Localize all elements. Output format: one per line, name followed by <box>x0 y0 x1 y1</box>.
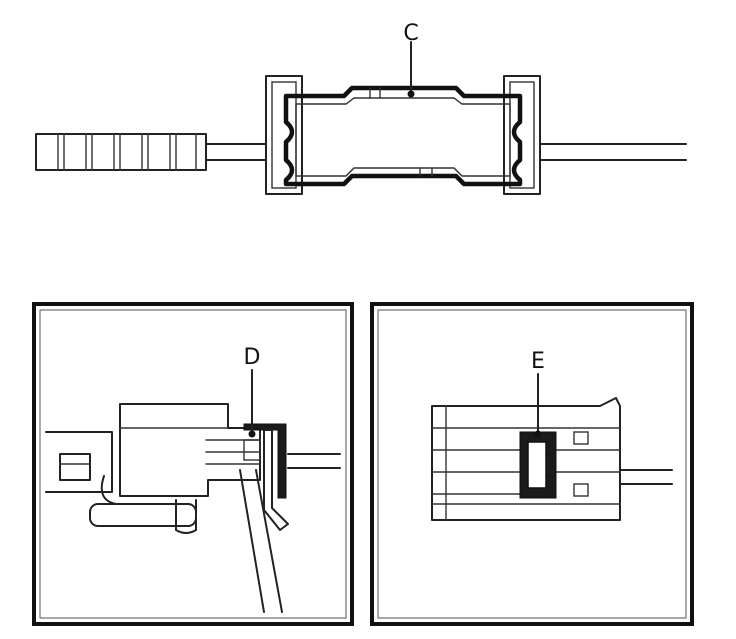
wire-boot-left <box>35 133 207 171</box>
wire-angled <box>239 469 283 613</box>
fuse-holder-body <box>283 85 523 187</box>
mating-connector <box>45 431 113 493</box>
connector-body <box>89 403 261 534</box>
locking-tab <box>243 423 289 531</box>
wire-left <box>205 143 267 161</box>
callout-e: E <box>531 349 545 438</box>
inline-fuse-holder: C <box>35 21 687 195</box>
callout-d: D <box>244 345 261 438</box>
connector-top-view <box>431 397 621 521</box>
wire-straight <box>287 453 341 469</box>
label-c: C <box>403 21 418 46</box>
callout-c: C <box>403 21 419 98</box>
label-e: E <box>531 349 545 374</box>
label-d: D <box>244 345 261 370</box>
wire-out <box>619 469 673 485</box>
detail-panel-right: E <box>370 302 694 626</box>
tpa-lock <box>519 431 557 499</box>
wire-right <box>539 143 687 161</box>
detail-panel-left: D <box>32 302 354 626</box>
